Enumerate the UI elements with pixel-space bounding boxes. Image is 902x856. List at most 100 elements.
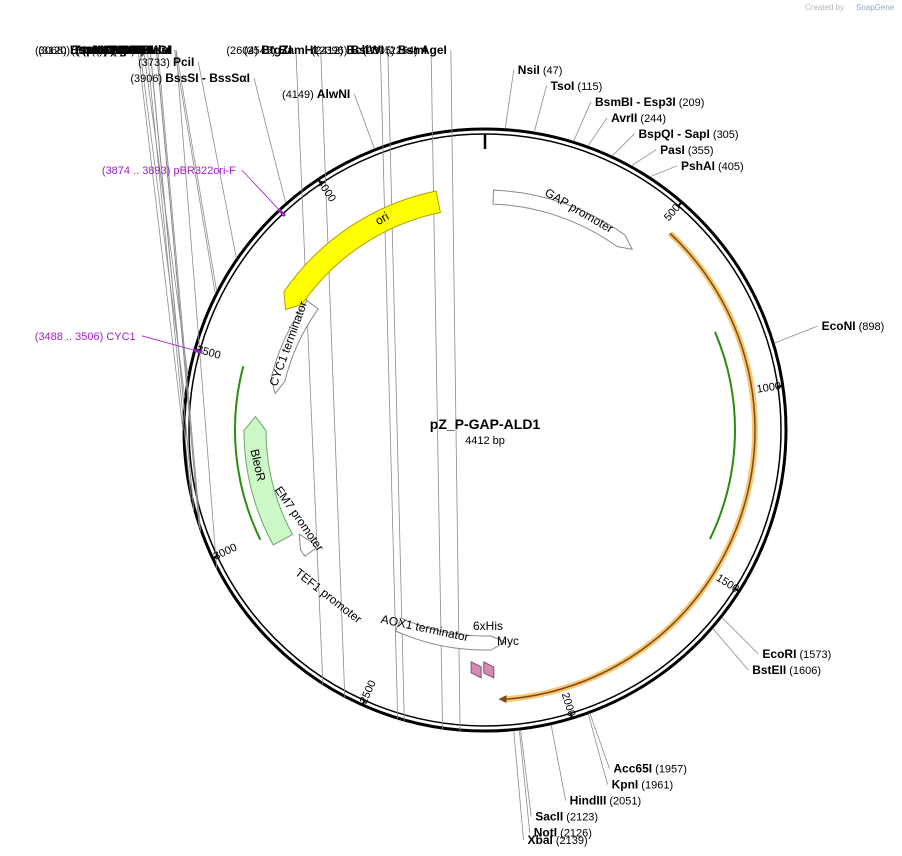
site-position: (3078): [91, 45, 126, 57]
site-position: (2974): [112, 45, 147, 57]
site-sacii: SacII (2123): [535, 810, 598, 824]
site-draiii: (3385) DraIII: [71, 43, 136, 57]
primer-pbr322ori-f: (3874 .. 3893) pBR322ori-F: [102, 165, 236, 177]
site-ecori: EcoRI (1573): [762, 647, 831, 661]
site-pcii: (3733) PciI: [138, 55, 194, 69]
site-position: (1606): [786, 665, 821, 677]
plasmid-name: pZ_P-GAP-ALD1: [430, 416, 541, 432]
site-leader: [550, 724, 567, 801]
site-leader: [513, 730, 524, 841]
site-bsteii: BstEII (1606): [752, 663, 821, 677]
site-name: PshAI: [681, 159, 715, 173]
site-bsrgi: (3637) BsrGI: [103, 43, 171, 57]
site-position: (244): [637, 113, 666, 125]
feature-label-6xhis: 6xHis: [473, 619, 503, 633]
site-xbai: XbaI (2139): [527, 833, 587, 847]
site-name: Acc65I: [613, 762, 652, 776]
site-leader: [137, 49, 184, 431]
site-position: (405): [715, 161, 744, 173]
site-name: AvrII: [611, 111, 637, 125]
site-pasi: PasI (355): [660, 143, 713, 157]
tick-label: 1000: [756, 380, 782, 395]
site-position: (3385): [71, 45, 106, 57]
plasmid-size: 4412 bp: [465, 435, 505, 447]
site-nsii: NsiI (47): [518, 63, 563, 77]
site-name: SgrAI: [111, 43, 143, 57]
site-leader: [587, 713, 608, 785]
feature-6xhis: [470, 661, 482, 679]
site-pshai: PshAI (405): [681, 159, 744, 173]
tick-label: 3000: [212, 542, 239, 563]
orf-band: [506, 231, 758, 703]
site-position: (3146): [76, 45, 111, 57]
site-position: (898): [856, 321, 885, 333]
site-alwni: (4149) AlwNI: [282, 87, 350, 101]
primer-cyc1: (3488 .. 3506) CYC1: [35, 331, 136, 343]
site-noti: NotI (2126): [534, 826, 592, 840]
site-name: KpnI: [612, 778, 639, 792]
site-bsiwi: (2396) BsiWI: [316, 43, 384, 57]
site-bcli: (2412) BclI *: [312, 43, 377, 57]
site-position: (2264): [386, 45, 421, 57]
site-position: (2396): [316, 45, 351, 57]
site-hindiii: HindIII (2051): [570, 794, 642, 808]
site-position: (3122): [82, 45, 117, 57]
feature-cyc1-terminator: [270, 300, 320, 395]
site-name: TsoI: [551, 79, 575, 93]
primer-leader: [241, 169, 280, 210]
site-name: AlwNI: [317, 87, 350, 101]
tick-mark: [211, 554, 219, 560]
site-position: (3637): [103, 45, 138, 57]
site-position: (3436): [82, 45, 117, 57]
site-bsssi-bsss-i: (3906) BssSI - BssSαI: [130, 71, 250, 85]
tick-label: 4000: [314, 177, 338, 204]
site-position: (1573): [796, 649, 831, 661]
site-leader: [156, 49, 200, 529]
site-position: (4149): [282, 89, 317, 101]
site-name: DraIII: [106, 43, 136, 57]
site-acc65i: Acc65I (1957): [613, 762, 687, 776]
site-position: (3644): [113, 45, 148, 57]
site-bspqi-sapi: BspQI - SapI (305): [639, 127, 739, 141]
site-name: NsiI: [518, 63, 540, 77]
site-leader: [712, 628, 749, 671]
green-arc-left: [234, 366, 262, 541]
site-name: BspQI - SapI: [639, 127, 710, 141]
site-name: EcoRI: [762, 647, 796, 661]
site-name: ZraI: [131, 43, 153, 57]
site-name: StuI: [117, 43, 140, 57]
site-name: HindIII: [570, 794, 607, 808]
site-position: (3906): [130, 73, 165, 85]
site-name: TspMI - XmaI: [73, 43, 146, 57]
site-aatii: (3078) AatII: [91, 43, 152, 57]
site-name: BsmI: [398, 43, 427, 57]
site-leader: [450, 49, 461, 731]
tick-label: 1500: [714, 572, 741, 595]
site-btgzi: (2604) BtgZI: [226, 43, 292, 57]
feature-em7-promoter: [298, 533, 317, 557]
feature-label-tef1-promoter: TEF1 promoter: [292, 565, 364, 626]
site-position: (305): [710, 129, 739, 141]
site-leader: [587, 117, 608, 147]
site-econi: EcoNI (898): [822, 319, 885, 333]
site-leader: [149, 49, 195, 511]
tick-mark: [676, 200, 684, 208]
site-leader: [631, 149, 657, 167]
site-leader: [175, 49, 218, 569]
orf-arrowhead: [498, 695, 507, 704]
site-tsoi: TsoI (115): [551, 79, 603, 93]
site-position: (3120): [38, 45, 73, 57]
site-name: BsrGI: [138, 43, 171, 57]
site-position: (2139): [553, 835, 588, 847]
site-name: BssHII - MauBI: [70, 43, 154, 57]
site-position: (2412): [312, 45, 347, 57]
site-agei: (2264) AgeI: [386, 43, 447, 57]
site-position: (2604): [226, 45, 261, 57]
site-zrai: (3076) ZraI: [96, 43, 153, 57]
site-leader: [520, 729, 532, 817]
site-leader: [295, 49, 324, 685]
site-leader: [611, 133, 635, 157]
site-leader: [589, 713, 610, 769]
site-position: (2126): [557, 828, 592, 840]
